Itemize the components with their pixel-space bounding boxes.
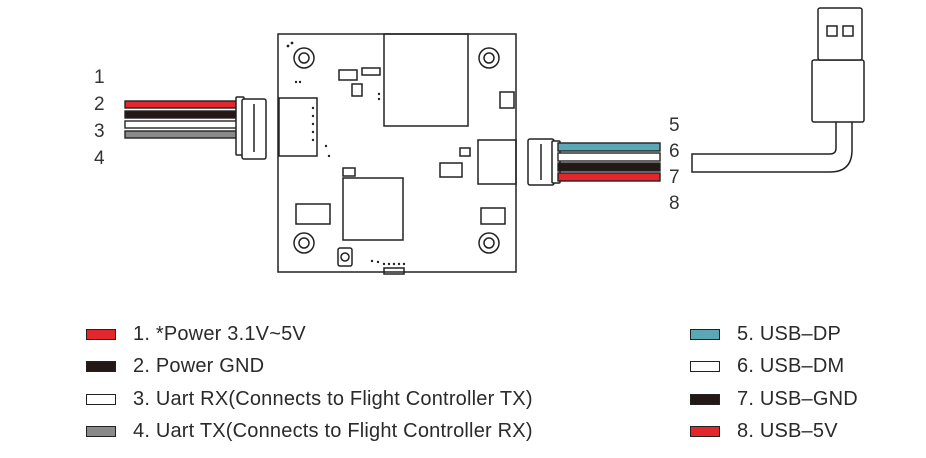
- legend-label: 2. Power GND: [133, 355, 265, 378]
- pin-number-4: 4: [94, 148, 105, 169]
- pin-number-6: 6: [669, 141, 680, 162]
- legend-label: 1. *Power 3.1V~5V: [133, 322, 306, 345]
- swatch-blue: [690, 328, 720, 340]
- legend-item-1: 1. *Power 3.1V~5V: [86, 318, 533, 351]
- legend-item-5: 5. USB–DP: [690, 318, 858, 351]
- legend-label: 4. Uart TX(Connects to Flight Controller…: [133, 420, 533, 443]
- legend-label: 7. USB–GND: [737, 387, 858, 410]
- right-pin-numbers: 5 6 7 8: [669, 115, 680, 214]
- pin-number-5: 5: [669, 115, 680, 136]
- legend-label: 6. USB–DM: [737, 355, 845, 378]
- swatch-red: [86, 328, 116, 340]
- wiring-diagram: 1 2 3 4: [94, 7, 865, 275]
- wire-uart-tx: [124, 130, 238, 139]
- legend-item-3: 3. Uart RX(Connects to Flight Controller…: [86, 383, 533, 416]
- legend-item-7: 7. USB–GND: [690, 383, 858, 416]
- legend-label: 8. USB–5V: [737, 420, 838, 443]
- wire-usb-gnd: [557, 162, 661, 172]
- wire-usb-dm: [557, 152, 661, 162]
- circuit-board-icon: [277, 33, 517, 275]
- legend-left: 1. *Power 3.1V~5V 2. Power GND 3. Uart R…: [86, 318, 533, 448]
- legend-item-8: 8. USB–5V: [690, 416, 858, 449]
- left-wire-bundle: [124, 100, 238, 139]
- swatch-gray: [86, 426, 116, 438]
- left-connector-icon: [235, 96, 267, 160]
- legend-item-4: 4. Uart TX(Connects to Flight Controller…: [86, 416, 533, 449]
- usb-plug-icon: [691, 7, 865, 173]
- swatch-black: [86, 361, 116, 373]
- swatch-white: [86, 393, 116, 405]
- legend-item-6: 6. USB–DM: [690, 351, 858, 384]
- legend-item-2: 2. Power GND: [86, 351, 533, 384]
- legend-label: 5. USB–DP: [737, 322, 842, 345]
- wire-gnd: [124, 110, 238, 119]
- wire-uart-rx: [124, 120, 238, 129]
- legend-label: 3. Uart RX(Connects to Flight Controller…: [133, 387, 533, 410]
- pin-number-2: 2: [94, 94, 105, 115]
- wire-power: [124, 100, 238, 109]
- pin-number-8: 8: [669, 193, 680, 214]
- board-dots: [286, 41, 406, 266]
- wire-usb-dp: [557, 142, 661, 152]
- right-connector-icon: [527, 138, 561, 186]
- swatch-red: [690, 426, 720, 438]
- right-wire-bundle: [557, 142, 661, 182]
- swatch-white: [690, 361, 720, 373]
- left-pin-numbers: 1 2 3 4: [94, 67, 105, 169]
- pin-number-3: 3: [94, 121, 105, 142]
- pin-number-1: 1: [94, 67, 105, 88]
- legend-right: 5. USB–DP 6. USB–DM 7. USB–GND 8. USB–5V: [690, 318, 858, 448]
- pin-number-7: 7: [669, 167, 680, 188]
- wire-usb-5v: [557, 172, 661, 182]
- swatch-black: [690, 393, 720, 405]
